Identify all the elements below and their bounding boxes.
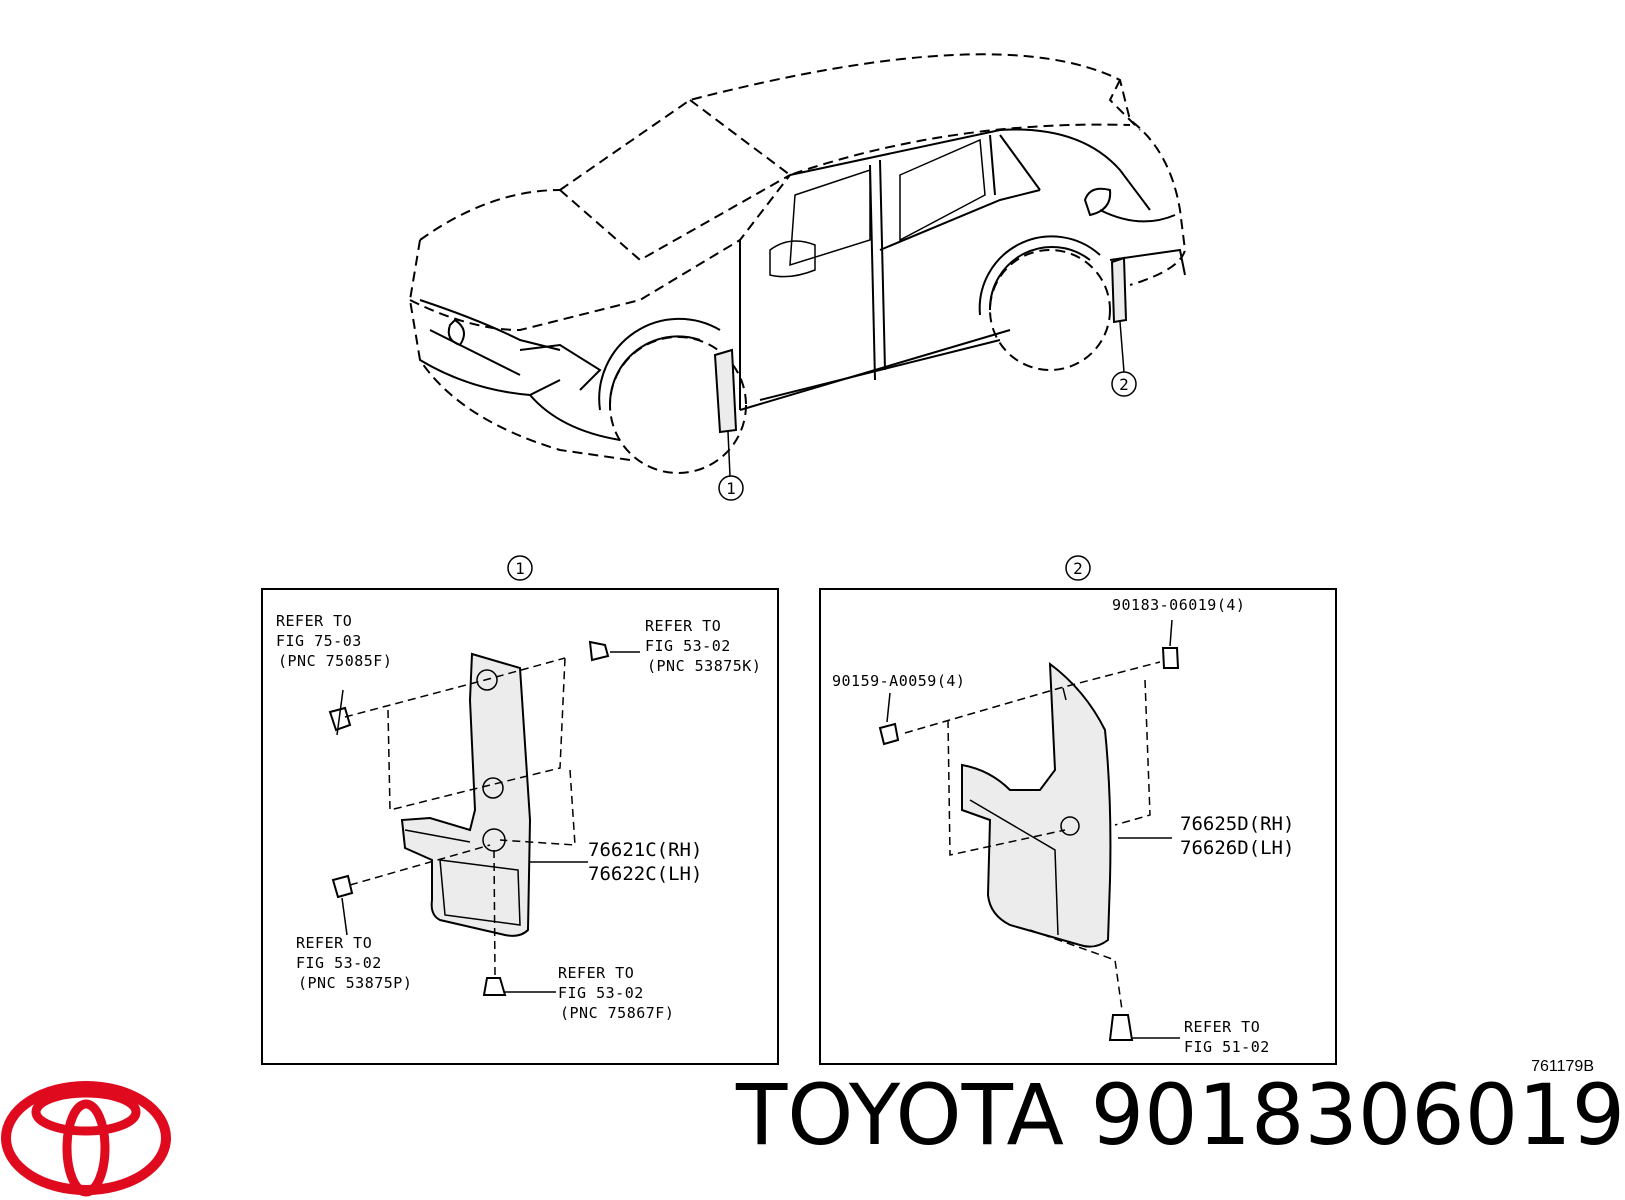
p1-refer-br-pnc: (PNC 75867F)	[560, 1004, 674, 1022]
panel-1-marker: 1	[507, 555, 533, 581]
svg-text:2: 2	[1073, 559, 1083, 578]
illustration-code: 761179B	[1531, 1058, 1594, 1075]
p2-part-lh: 76626D(LH)	[1180, 837, 1294, 859]
footer-title: TOYOTA 9018306019	[736, 1066, 1625, 1164]
p2-refer-line1: REFER TO	[1184, 1018, 1260, 1036]
p1-refer-bl-line1: REFER TO	[296, 934, 372, 952]
rear-mudflap-drawing	[878, 619, 1180, 1041]
vehicle-illustration	[408, 53, 1187, 477]
p1-part-lh: 76622C(LH)	[588, 863, 702, 885]
p1-refer-tr-line2: FIG 53-02	[645, 637, 731, 655]
p2-refer-line2: FIG 51-02	[1184, 1038, 1270, 1056]
svg-text:2: 2	[1119, 375, 1129, 394]
vehicle-callout-1: 1	[718, 475, 744, 501]
footer-brand: TOYOTA	[736, 1066, 1064, 1164]
p1-refer-tl-line2: FIG 75-03	[276, 632, 362, 650]
p1-part-rh: 76621C(RH)	[588, 839, 702, 861]
p2-screw-part: 90159-A0059(4)	[832, 672, 965, 690]
panel-2-frame	[819, 588, 1337, 1065]
p1-refer-tr-line1: REFER TO	[645, 617, 721, 635]
panel-2-marker: 2	[1065, 555, 1091, 581]
footer-part-number: 9018306019	[1090, 1066, 1625, 1164]
panel-1-frame	[261, 588, 779, 1065]
p1-refer-bl-pnc: (PNC 53875P)	[298, 974, 412, 992]
front-mudflap-drawing	[328, 640, 640, 996]
p1-refer-bl-line2: FIG 53-02	[296, 954, 382, 972]
p1-refer-br-line2: FIG 53-02	[558, 984, 644, 1002]
p1-refer-br-line1: REFER TO	[558, 964, 634, 982]
p1-refer-tl-line1: REFER TO	[276, 612, 352, 630]
p2-part-rh: 76625D(RH)	[1180, 813, 1294, 835]
svg-text:1: 1	[515, 559, 525, 578]
p1-refer-tr-pnc: (PNC 53875K)	[647, 657, 761, 675]
vehicle-callout-2: 2	[1111, 371, 1137, 397]
p2-clip-part: 90183-06019(4)	[1112, 596, 1245, 614]
svg-text:1: 1	[726, 479, 736, 498]
p1-refer-tl-pnc: (PNC 75085F)	[278, 652, 392, 670]
toyota-logo	[1, 1081, 171, 1197]
